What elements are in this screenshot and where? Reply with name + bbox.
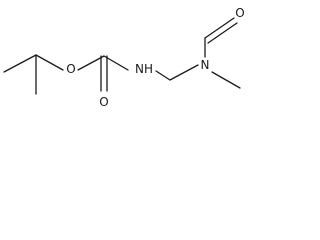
bond-nitroso-double-a	[204, 17, 235, 39]
atom-labels: O O NH N O	[66, 6, 244, 109]
bond-ch-to-ester-oxygen	[35, 54, 64, 71]
bond-methylene-to-n	[169, 64, 199, 81]
bond-carbonyl-to-nh	[103, 55, 129, 71]
carbamate-nh-label: NH	[135, 62, 153, 76]
bond-nitroso-double-b	[207, 22, 238, 44]
chemical-structure: O O NH N O	[3, 6, 245, 109]
amine-nitrogen-label: N	[201, 58, 210, 72]
bond-ester-oxygen-to-carbonyl	[77, 55, 105, 71]
ester-oxygen-label: O	[66, 62, 75, 76]
carbonyl-oxygen-label: O	[99, 95, 108, 109]
bond-nh-to-methylene	[155, 70, 171, 81]
nitroso-oxygen-label: O	[235, 6, 244, 20]
bond-skeleton	[3, 17, 241, 95]
bond-n-to-methyl	[211, 71, 241, 89]
bond-methyl-top-to-ch	[3, 54, 37, 73]
